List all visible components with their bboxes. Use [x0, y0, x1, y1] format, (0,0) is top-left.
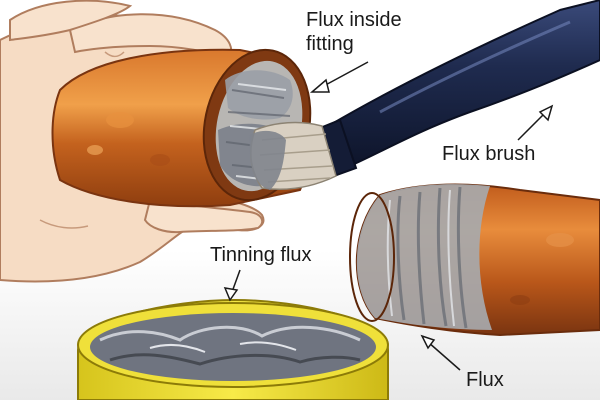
label-flux-brush: Flux brush — [442, 143, 536, 165]
arrow-icon — [223, 61, 554, 371]
copper-fitting — [51, 48, 312, 208]
label-flux: Flux — [466, 369, 504, 391]
label-flux-inside-fitting: Flux inside fitting — [306, 9, 402, 55]
flux-brush — [249, 0, 600, 191]
label-tinning-flux: Tinning flux — [210, 244, 312, 266]
arrow-flux-brush — [517, 104, 554, 141]
copper-pipe — [349, 183, 600, 337]
arrow-tinning-flux — [223, 269, 241, 302]
flux-tub — [77, 298, 389, 400]
arrow-flux — [420, 334, 461, 371]
arrow-flux-inside — [309, 61, 369, 93]
